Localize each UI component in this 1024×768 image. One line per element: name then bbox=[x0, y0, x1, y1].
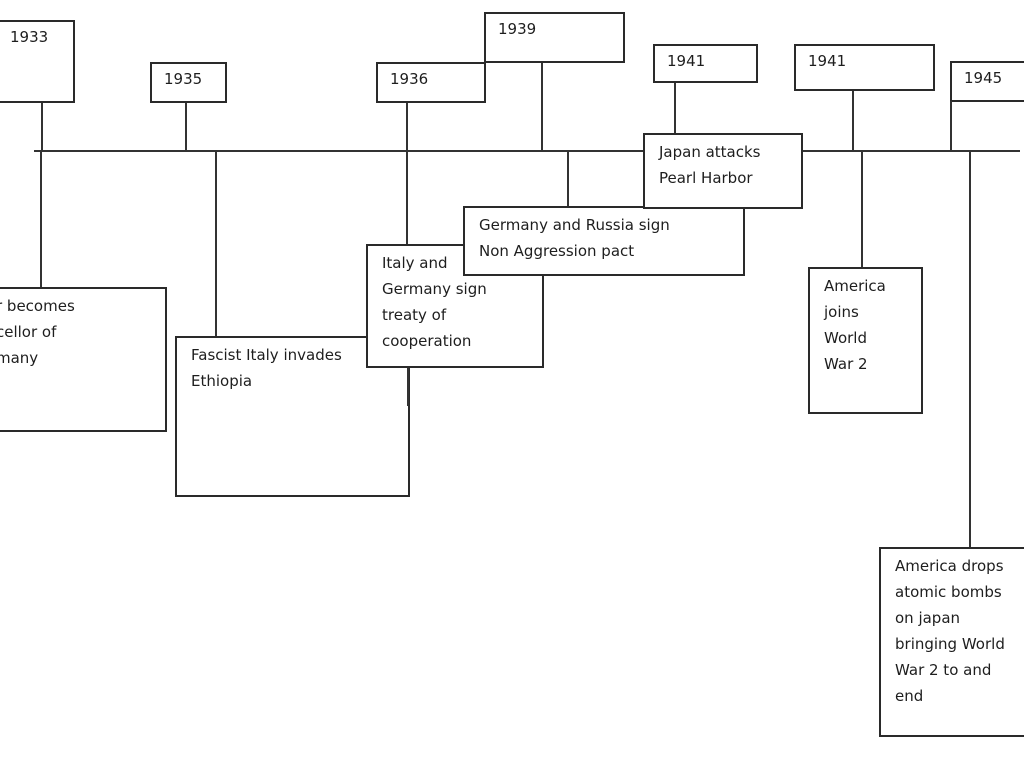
connector-1936-event-lower bbox=[407, 366, 409, 406]
connector-1933-year bbox=[41, 101, 43, 151]
event-text: r becomes cellor of many bbox=[0, 297, 75, 367]
event-box-1945: America drops atomic bombs on japan brin… bbox=[879, 547, 1024, 737]
connector-1941b-event bbox=[861, 151, 863, 269]
timeline-axis bbox=[34, 150, 1020, 152]
event-text: Fascist Italy invades Ethiopia bbox=[191, 346, 342, 390]
year-label: 1939 bbox=[498, 20, 537, 38]
year-box-1941-b: 1941 bbox=[794, 44, 935, 91]
event-text: Italy and Germany sign treaty of coopera… bbox=[382, 254, 487, 350]
connector-1945-event bbox=[969, 151, 971, 549]
connector-1939-event bbox=[567, 151, 569, 208]
event-text: Japan attacks Pearl Harbor bbox=[659, 143, 761, 187]
year-box-1933: 1933 bbox=[0, 20, 75, 103]
year-label: 1936 bbox=[390, 70, 429, 88]
event-box-1941-pearl-harbor: Japan attacks Pearl Harbor bbox=[643, 133, 803, 209]
year-box-1935: 1935 bbox=[150, 62, 227, 103]
year-box-1941-a: 1941 bbox=[653, 44, 758, 83]
event-text: America joins World War 2 bbox=[824, 277, 886, 373]
connector-1935-event bbox=[215, 151, 217, 339]
year-label: 1933 bbox=[10, 28, 49, 46]
event-box-1941-america-joins: America joins World War 2 bbox=[808, 267, 923, 414]
event-box-1939: Germany and Russia sign Non Aggression p… bbox=[463, 206, 745, 276]
year-label: 1941 bbox=[667, 52, 706, 70]
connector-1933-event bbox=[40, 151, 42, 288]
event-box-1933: r becomes cellor of many bbox=[0, 287, 167, 432]
connector-1935-year bbox=[185, 101, 187, 151]
connector-1941b-year bbox=[852, 89, 854, 151]
event-text: America drops atomic bombs on japan brin… bbox=[895, 557, 1005, 705]
connector-1941a-year bbox=[674, 81, 676, 135]
event-text: Germany and Russia sign Non Aggression p… bbox=[479, 216, 670, 260]
year-label: 1945 bbox=[964, 69, 1003, 87]
connector-1945-year bbox=[950, 101, 952, 151]
year-box-1945: 1945 bbox=[950, 61, 1024, 102]
year-label: 1935 bbox=[164, 70, 203, 88]
year-box-1939: 1939 bbox=[484, 12, 625, 63]
year-label: 1941 bbox=[808, 52, 847, 70]
connector-1936-year bbox=[406, 101, 408, 246]
connector-1939-year bbox=[541, 61, 543, 151]
year-box-1936: 1936 bbox=[376, 62, 486, 103]
